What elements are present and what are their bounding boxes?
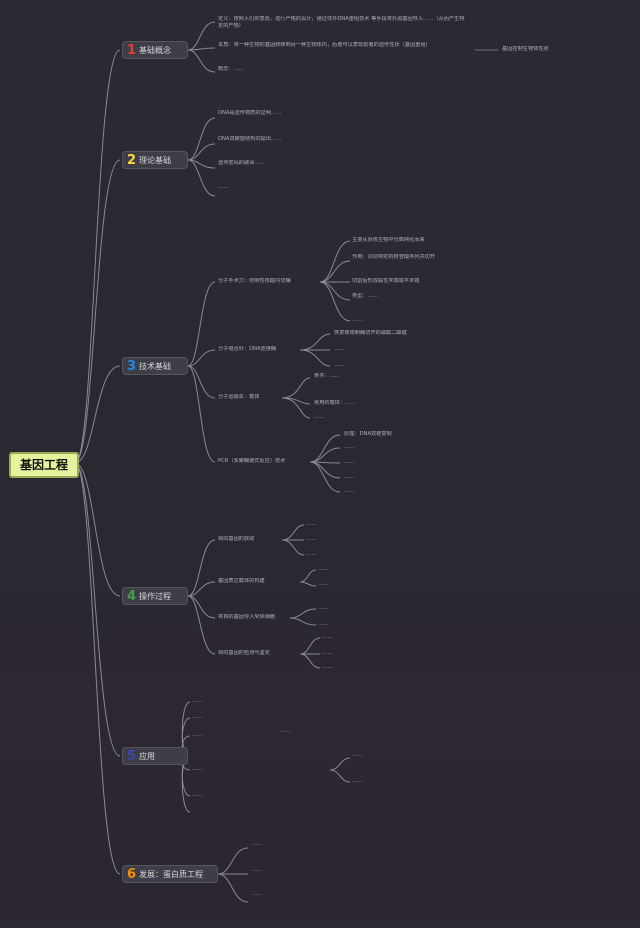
node-4-1-1: …… [306,521,317,527]
root-node[interactable]: 基因工程 [9,452,79,478]
node-3-2-2: …… [334,346,345,352]
branch-3-number: 3 [127,359,137,374]
node-4-2: 基因表达载体的构建 [218,578,265,584]
node-4-3: 将目的基因导入受体细胞 [218,614,276,620]
branch-5-label: 应用 [139,752,156,761]
branch-1-label: 基础概念 [139,46,172,55]
node-3-4-5: …… [344,488,355,494]
node-1-2-1: 基因控制生物体性状 [502,46,549,52]
node-4-1-2: …… [306,536,317,542]
node-5-2: …… [192,714,203,720]
node-3-1-1: 主要从原核生物中分离纯化而来 [352,237,425,243]
node-4-3-1: …… [318,605,329,611]
node-3-1-2: 作用：识别特定的核苷酸序列并切开 [352,254,436,260]
branch-1-number: 1 [127,43,137,58]
node-6-2: …… [252,867,263,873]
node-4-3-2: …… [318,621,329,627]
node-4-4-1: …… [322,634,333,640]
node-3-1-4: 类型：…… [352,293,378,299]
branch-2-number: 2 [127,153,137,168]
node-3-3-1: 条件：…… [314,373,340,379]
node-3-4-2: …… [344,444,355,450]
branch-4-label: 操作过程 [139,592,172,601]
node-2-1: DNA是遗传物质的证明…… [218,110,282,116]
node-4-1: 目的基因的获取 [218,536,255,542]
branch-4-number: 4 [127,589,137,604]
node-3-2-3: …… [334,362,345,368]
node-1-1: 定义：按照人们的意愿，进行严格的设计，通过体外DNA重组技术 等手段将外源基因导… [218,16,465,29]
node-6-3: …… [252,891,263,897]
branch-6-label: 发展：蛋白质工程 [139,870,204,879]
node-5-3: …… [192,732,203,738]
branch-6-number: 6 [127,867,137,882]
node-3-4: PCR（多聚酶链式反应）技术 [218,458,286,464]
node-5-4-2: …… [352,778,363,784]
node-5-3-1: …… [280,728,291,734]
node-1-2: 本质：将一种生物的基因转移到另一种生物体内，后者可以表现前者的遗传性状（基因重组… [218,42,431,48]
node-3-4-4: …… [344,474,355,480]
node-2-4: …… [218,184,229,190]
node-6-1: …… [252,841,263,847]
node-4-2-1: …… [318,566,329,572]
branch-5-number: 5 [127,749,137,764]
node-3-2-1: 恢复被限制酶切开的磷酸二酯键 [334,330,407,336]
node-4-4-2: …… [322,650,333,656]
node-2-2: DNA双螺旋结构的提出…… [218,136,282,142]
node-3-4-3: …… [344,459,355,465]
node-3-1-5: …… [352,317,363,323]
node-5-1: …… [192,698,203,704]
node-3-1-3: 切割后形成黏性末端或平末端 [352,278,420,284]
node-4-2-2: …… [318,581,329,587]
branch-3-label: 技术基础 [139,362,172,371]
node-1-3: 概念：…… [218,66,244,72]
node-3-3-3: …… [314,414,325,420]
node-5-4: …… [192,766,203,772]
node-3-3: 分子运输车：载体 [218,394,260,400]
node-4-4: 目的基因的检测与鉴定 [218,650,270,656]
node-3-4-1: 原理：DNA双链复制 [344,431,392,437]
node-3-2: 分子缝合针：DNA连接酶 [218,346,277,352]
branch-2-label: 理论基础 [139,156,172,165]
node-4-4-3: …… [322,664,333,670]
node-3-1: 分子手术刀：限制性核酸内切酶 [218,278,291,284]
node-4-1-3: …… [306,551,317,557]
node-2-3: 遗传密码的破译…… [218,160,265,166]
node-5-4-1: …… [352,752,363,758]
node-5-5: …… [192,792,203,798]
node-3-3-2: 常用的载体：…… [314,400,356,406]
